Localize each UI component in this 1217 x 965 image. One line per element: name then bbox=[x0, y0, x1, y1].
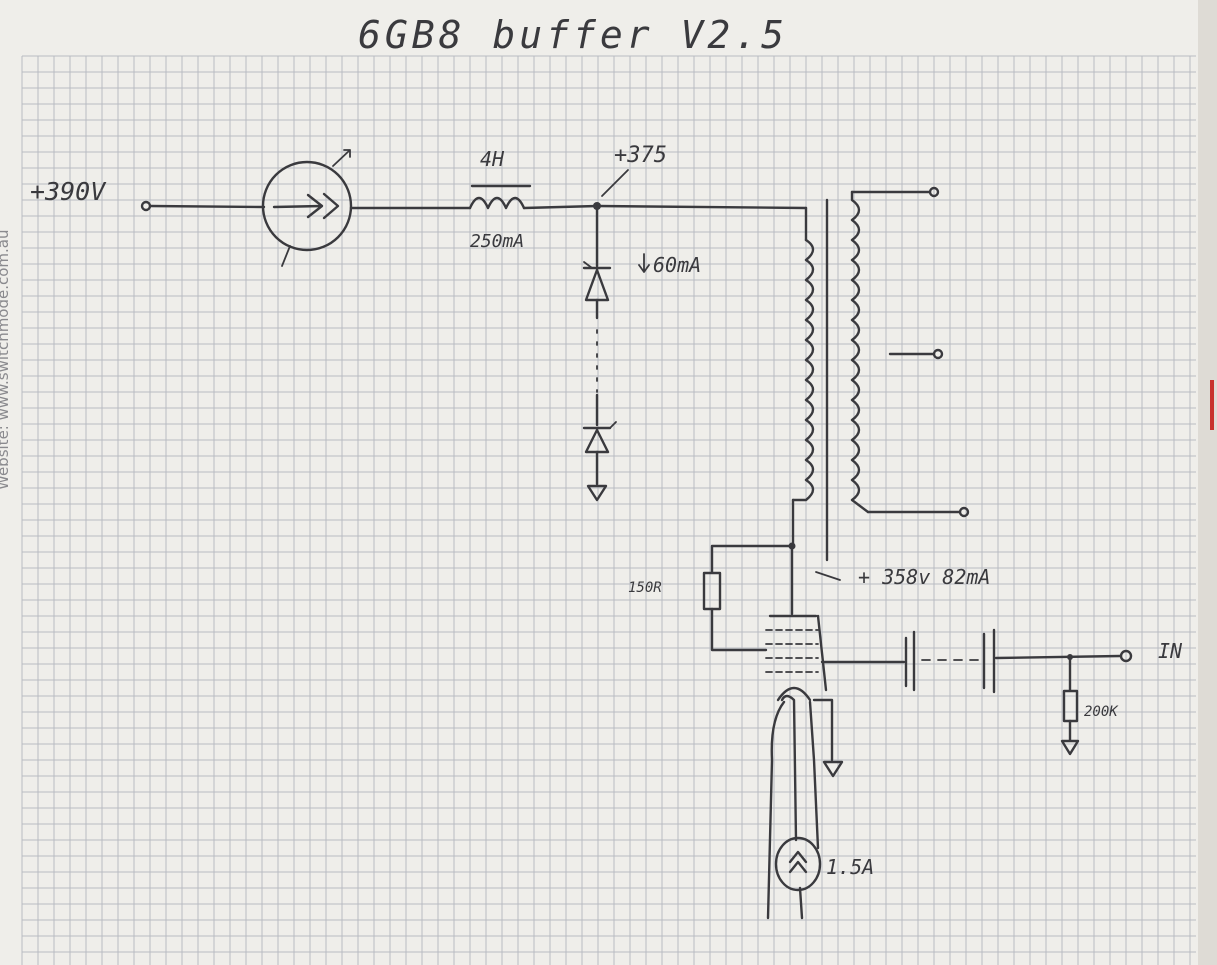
choke-symbol bbox=[468, 184, 532, 210]
input-label: IN bbox=[1158, 639, 1183, 663]
choke-current-label: 250mA bbox=[470, 231, 524, 252]
input-coupling bbox=[820, 628, 1133, 694]
ground-return bbox=[812, 698, 844, 778]
heater-current-source-symbol bbox=[774, 836, 822, 892]
cathode-resistor-label: 150R bbox=[628, 580, 662, 596]
plate-pointer bbox=[815, 571, 841, 581]
node-voltage-label: +375 bbox=[614, 143, 667, 168]
choke-inductance-label: 4H bbox=[480, 147, 505, 171]
paper-shadow bbox=[1198, 0, 1217, 965]
zener-current-arrow bbox=[638, 253, 650, 273]
plate-operating-point-label: + 358v 82mA bbox=[858, 565, 990, 589]
grid-resistor bbox=[1060, 655, 1080, 756]
transformer-secondary bbox=[850, 186, 970, 518]
zener-string bbox=[582, 204, 617, 502]
zener-current-label: 60mA bbox=[653, 253, 701, 277]
page-title: 6GB8 buffer V2.5 bbox=[358, 13, 788, 57]
node-pointer bbox=[601, 169, 629, 197]
wire-top bbox=[595, 204, 808, 210]
graph-grid bbox=[21, 55, 1196, 965]
transformer-primary bbox=[791, 206, 815, 548]
grid-resistor-label: 200K bbox=[1084, 704, 1119, 720]
current-source-symbol bbox=[261, 149, 353, 267]
supply-voltage-label: +390V bbox=[30, 177, 107, 206]
cathode-resistor bbox=[702, 544, 794, 652]
wire-supply bbox=[148, 204, 266, 209]
side-text: Website: www.switchmode.com.au bbox=[0, 229, 12, 490]
grid-lines bbox=[21, 55, 1196, 965]
heater-loop bbox=[766, 694, 820, 920]
tube-6gb8 bbox=[765, 544, 828, 702]
wire-to-node bbox=[522, 204, 599, 210]
heater-current-label: 1.5A bbox=[826, 855, 874, 879]
